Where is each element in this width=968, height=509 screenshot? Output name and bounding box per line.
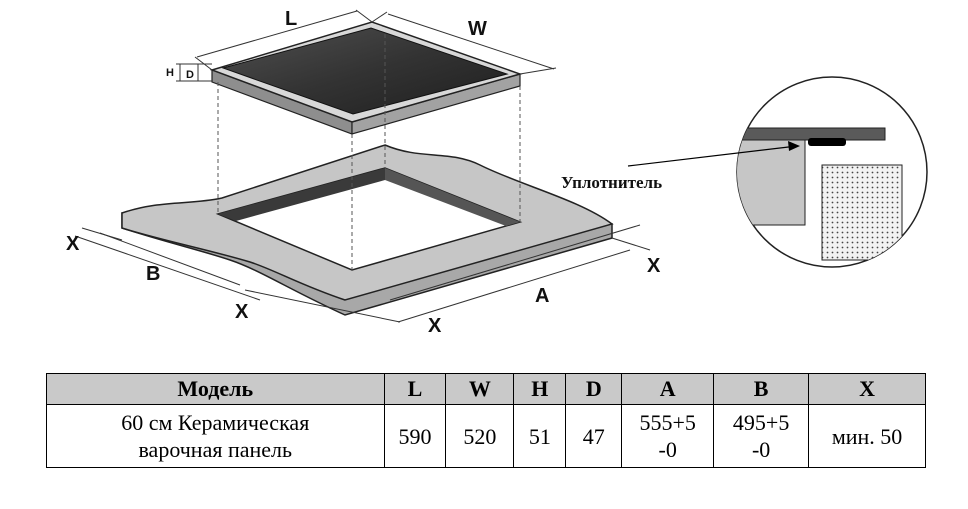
a-line-2: -0 (658, 437, 677, 462)
seal-detail (736, 76, 928, 268)
header-model: Модель (46, 373, 385, 405)
header-X: X (808, 373, 926, 405)
spec-table: Модель L W H D A B X 60 см Керамическая … (46, 373, 926, 468)
cell-A: 555+5 -0 (621, 404, 715, 468)
seal-arrow-head (788, 141, 800, 151)
cell-W: 520 (445, 404, 515, 468)
label-A: A (535, 285, 549, 307)
label-H: H (166, 67, 174, 79)
label-X-bottom: X (428, 315, 442, 337)
label-B: B (146, 263, 160, 285)
table-header-row: Модель L W H D A B X (46, 373, 926, 405)
model-line-1: 60 см Керамическая (121, 410, 310, 435)
label-X-right: X (647, 255, 661, 277)
installation-diagram: L W H D X B X X A X Уплотнитель (66, 8, 928, 337)
b-line-1: 495+5 (732, 410, 790, 435)
header-D: D (565, 373, 623, 405)
countertop (121, 144, 614, 316)
header-A: A (621, 373, 715, 405)
b-line-2: -0 (751, 437, 771, 462)
cell-D: 47 (565, 404, 623, 468)
model-line-2: варочная панель (138, 437, 293, 462)
cell-model: 60 см Керамическая варочная панель (46, 404, 385, 468)
seal-pointer (627, 145, 798, 167)
label-X-bottom-left: X (235, 301, 249, 323)
cell-B: 495+5 -0 (713, 404, 810, 468)
seal-label: Уплотнитель (561, 173, 662, 192)
projection-lines (217, 34, 521, 270)
cell-L: 590 (383, 404, 447, 468)
label-L: L (285, 8, 297, 30)
cell-X: мин. 50 (808, 404, 926, 468)
dimension-lines (74, 9, 651, 323)
header-B: B (713, 373, 810, 405)
label-X-left: X (66, 233, 80, 255)
cell-H: 51 (513, 404, 567, 468)
header-H: H (513, 373, 567, 405)
label-W: W (468, 18, 487, 40)
header-W: W (445, 373, 515, 405)
table-row: 60 см Керамическая варочная панель 590 5… (46, 404, 926, 468)
a-line-1: 555+5 (639, 410, 696, 435)
header-L: L (383, 373, 447, 405)
label-D: D (186, 69, 194, 81)
